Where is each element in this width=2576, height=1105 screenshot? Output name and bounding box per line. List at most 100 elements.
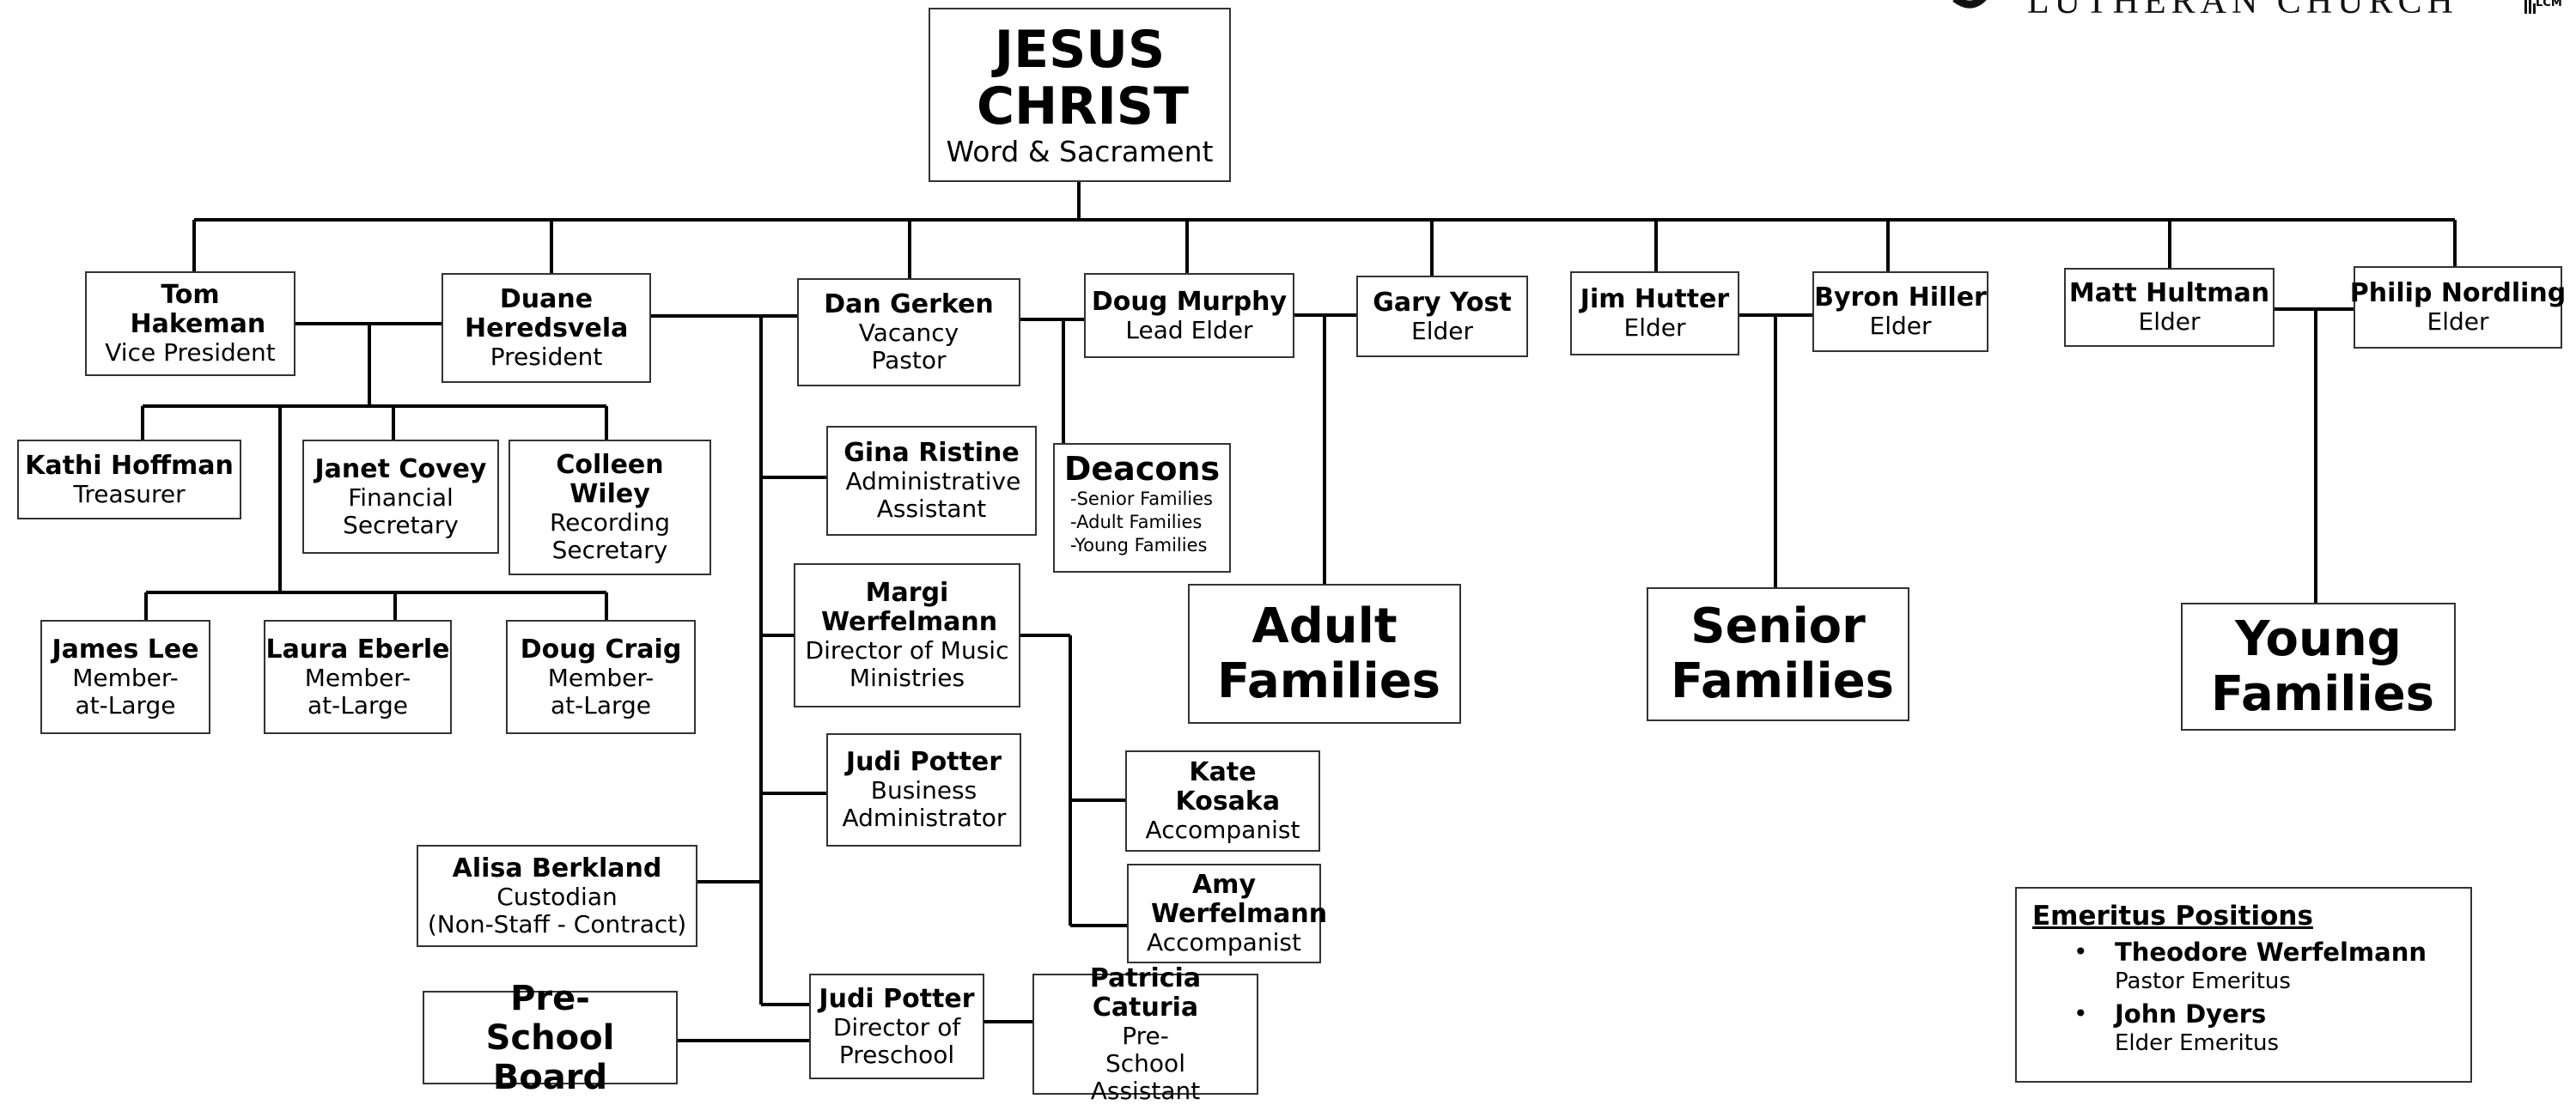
deacons-title: Deacons [1063, 450, 1221, 488]
group-young-families: Young Families [2181, 603, 2456, 731]
node-amy-werfelmann: Amy Werfelmann Accompanist [1127, 864, 1328, 963]
node-role: Pre-School Assistant [1090, 1021, 1201, 1105]
node-name: Matt Hultman [2068, 278, 2270, 308]
node-duane-heredsvela: Duane Heredsvela President [442, 273, 651, 383]
node-role: Director of Music Ministries [805, 636, 1009, 692]
node-name: Gary Yost [1373, 287, 1512, 318]
node-jim-hutter: Jim Hutter Elder [1570, 271, 1739, 355]
node-role: Elder [1869, 312, 1932, 340]
node-name: Tom Hakeman [130, 280, 266, 339]
node-colleen-wiley: Colleen Wiley Recording Secretary [509, 440, 711, 575]
node-name: Kathi Hoffman [25, 450, 234, 481]
node-byron-hiller: Byron Hiller Elder [1812, 271, 1988, 352]
node-role: Administrative Assistant [845, 467, 1021, 523]
node-name: Judi Potter [819, 983, 975, 1014]
node-role: Member-at-Large [547, 663, 655, 719]
node-matt-hultman: Matt Hultman Elder [2064, 268, 2275, 347]
node-judi-potter-business: Judi Potter Business Administrator [826, 733, 1021, 847]
root-role: Word & Sacrament [946, 134, 1214, 168]
node-role-note: (Non-Staff - Contract) [427, 909, 687, 938]
bullet-icon: • [2074, 999, 2088, 1028]
node-name: Alisa Berkland [452, 853, 662, 883]
node-name: Doug Murphy [1091, 286, 1288, 317]
emeritus-role: Elder Emeritus [2115, 1030, 2279, 1056]
emeritus-item: • John Dyers Elder Emeritus [2032, 999, 2455, 1057]
node-name: Margi Werfelmann [821, 578, 998, 637]
node-gina-ristine: Gina Ristine Administrative Assistant [826, 426, 1037, 536]
node-name: Judi Potter [845, 747, 1002, 777]
deacons-item: -Senior Families [1070, 489, 1213, 509]
emeritus-panel: Emeritus Positions • Theodore Werfelmann… [2015, 887, 2472, 1083]
emeritus-name: Theodore Werfelmann [2115, 938, 2427, 967]
node-name: Philip Nordling [2349, 278, 2567, 308]
node-role: Elder [1411, 316, 1473, 345]
node-preschool-board: Pre-School Board [423, 979, 678, 1097]
node-role: Treasurer [73, 479, 186, 508]
node-role: Recording Secretary [549, 508, 671, 564]
node-james-lee: James Lee Member-at-Large [40, 620, 210, 734]
node-gary-yost: Gary Yost Elder [1356, 276, 1528, 357]
node-doug-murphy: Doug Murphy Lead Elder [1084, 273, 1294, 358]
node-name: Doug Craig [520, 634, 682, 665]
node-name: Colleen Wiley [556, 450, 664, 509]
node-name: Janet Covey [314, 453, 487, 484]
node-dan-gerken: Dan Gerken Vacancy Pastor [797, 278, 1020, 386]
node-janet-covey: Janet Covey Financial Secretary [302, 440, 499, 554]
node-alisa-berkland: Alisa Berkland Custodian (Non-Staff - Co… [417, 845, 697, 947]
node-role: Elder [2427, 307, 2489, 336]
bullet-icon: • [2074, 938, 2088, 966]
node-patricia-caturia: Patricia Caturia Pre-School Assistant [1032, 963, 1258, 1104]
node-role: President [490, 343, 603, 371]
node-name: Laura Eberle [265, 634, 450, 665]
lcms-logo-text: LCM [2536, 0, 2562, 9]
node-kate-kosaka: Kate Kosaka Accompanist [1125, 750, 1320, 852]
group-label: Senior Families [1671, 598, 1895, 709]
node-role: Accompanist [1145, 816, 1300, 844]
root-title: JESUS CHRIST [977, 19, 1189, 137]
church-name: LUTHERAN CHURCH [2027, 0, 2458, 21]
deacons-item: -Adult Families [1070, 512, 1203, 532]
node-role: Business Administrator [842, 776, 1007, 832]
node-role: Vice President [105, 338, 276, 367]
emeritus-role: Pastor Emeritus [2115, 968, 2291, 994]
group-label: Adult Families [1217, 598, 1441, 709]
emeritus-title: Emeritus Positions [2032, 901, 2313, 932]
node-kathi-hoffman: Kathi Hoffman Treasurer [17, 440, 241, 519]
node-role: Financial Secretary [343, 483, 459, 539]
node-name: Amy Werfelmann [1151, 870, 1328, 929]
group-adult-families: Adult Families [1188, 584, 1461, 724]
node-role: Elder [1623, 313, 1686, 342]
node-name: Dan Gerken [824, 289, 994, 319]
node-doug-craig: Doug Craig Member-at-Large [506, 620, 696, 734]
emeritus-item: • Theodore Werfelmann Pastor Emeritus [2032, 937, 2455, 995]
node-name: Gina Ristine [843, 438, 1020, 468]
node-role: Vacancy Pastor [858, 319, 959, 374]
node-name: Patricia Caturia [1089, 962, 1202, 1023]
node-judi-potter-preschool: Judi Potter Director of Preschool [809, 974, 984, 1079]
node-deacons: Deacons -Senior Families -Adult Families… [1053, 443, 1231, 573]
node-name: Kate Kosaka [1175, 757, 1281, 817]
node-role: Accompanist [1147, 928, 1301, 956]
node-name: James Lee [52, 634, 199, 665]
node-name: Byron Hiller [1814, 282, 1987, 313]
node-role: Custodian [496, 882, 618, 911]
node-laura-eberle: Laura Eberle Member-at-Large [264, 620, 452, 734]
root-node: JESUS CHRIST Word & Sacrament [929, 8, 1231, 182]
node-role: Member-at-Large [304, 663, 411, 719]
group-label: Young Families [2211, 610, 2435, 722]
node-role: Director of Preschool [832, 1012, 961, 1069]
node-role: Elder [2138, 307, 2201, 336]
emeritus-name: John Dyers [2115, 999, 2267, 1029]
preschool-board-label: Pre-School Board [485, 978, 615, 1097]
lcms-logo-icon: LCM [2524, 0, 2572, 17]
node-margi-werfelmann: Margi Werfelmann Director of Music Minis… [794, 563, 1020, 707]
group-senior-families: Senior Families [1647, 587, 1909, 721]
node-role: Lead Elder [1125, 315, 1253, 344]
node-philip-nordling: Philip Nordling Elder [2350, 266, 2566, 349]
deacons-item: -Young Families [1070, 535, 1208, 556]
node-tom-hakeman: Tom Hakeman Vice President [85, 271, 295, 376]
church-logo-icon [1952, 0, 1993, 9]
node-role: Member-at-Large [72, 663, 179, 719]
node-name: Duane Heredsvela [465, 284, 629, 343]
